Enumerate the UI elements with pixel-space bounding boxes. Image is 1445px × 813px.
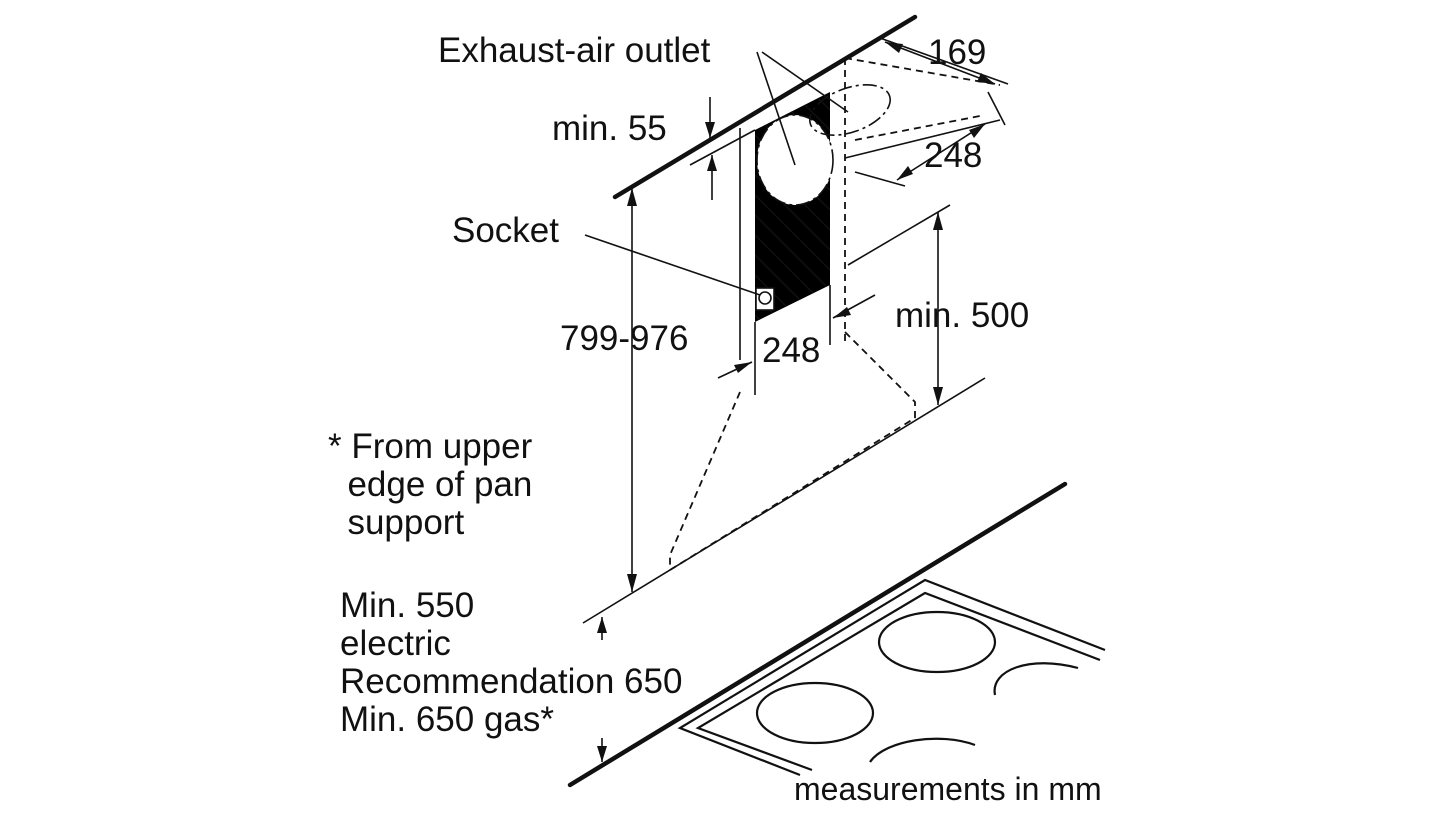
cooktop-line4-label: Min. 650 gas*	[340, 700, 555, 739]
ceiling-outlet-ellipse	[809, 84, 891, 136]
dim-169-label: 169	[928, 33, 987, 72]
dim-min-500	[847, 204, 951, 405]
dim-248-top-label: 248	[924, 136, 983, 175]
socket-label: Socket	[452, 211, 559, 250]
cooktop-line3-label: Recommendation 650	[340, 662, 683, 701]
exhaust-leader-2	[761, 51, 849, 113]
units-label: measurements in mm	[794, 771, 1102, 807]
hood-underside-line	[582, 377, 986, 624]
dim-248-bottom	[717, 294, 876, 379]
footnote-label: * From upper edge of pan support	[328, 427, 533, 542]
dim-248-bottom-label: 248	[762, 331, 821, 370]
dim-min-550	[597, 617, 607, 762]
socket-leader	[584, 234, 761, 296]
countertop-line	[567, 481, 1068, 788]
cooktop-line2-label: electric	[340, 624, 451, 663]
ceiling-outlet-box	[844, 44, 1001, 345]
cooktop	[677, 578, 1106, 777]
burner-4	[869, 737, 976, 763]
dim-799-976-label: 799-976	[560, 319, 689, 358]
exhaust-outlet-label: Exhaust-air outlet	[438, 31, 711, 70]
dim-min-55	[689, 97, 756, 200]
dim-248-top-line	[896, 123, 986, 181]
dim-799-976	[627, 188, 637, 592]
dim-169-line	[884, 41, 996, 85]
min-500-label: min. 500	[895, 296, 1030, 335]
exhaust-outlet-circle	[756, 114, 834, 206]
exhaust-leader-1	[756, 51, 796, 166]
burner-3	[993, 662, 1079, 696]
min-55-label: min. 55	[552, 109, 667, 148]
ceiling-line	[612, 14, 918, 200]
burner-1	[877, 610, 997, 674]
socket-icon	[755, 287, 775, 311]
hood-dashed-outline	[669, 331, 916, 571]
burner-2	[755, 681, 875, 745]
cooktop-line1-label: Min. 550	[340, 586, 475, 625]
